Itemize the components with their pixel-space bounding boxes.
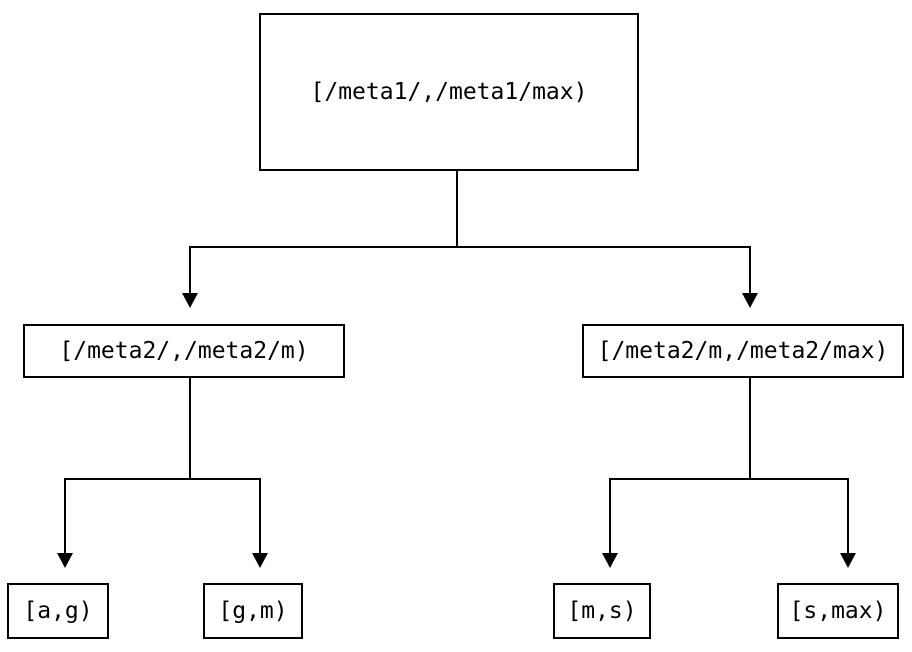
node-range-m-s: [m,s) (553, 583, 651, 639)
node-range-g-m: [g,m) (203, 583, 303, 639)
node-meta2-left-range: [/meta2/,/meta2/m) (23, 324, 345, 378)
edges-right-to-leaves (602, 378, 856, 568)
node-label: [/meta2/m,/meta2/max) (597, 337, 889, 364)
edge-arrowhead (252, 553, 268, 568)
node-label: [m,s) (567, 597, 637, 624)
node-range-s-max: [s,max) (777, 583, 899, 639)
edge-line-root (189, 171, 751, 293)
node-meta1-range: [/meta1/,/meta1/max) (259, 13, 639, 171)
edge-arrowhead (742, 293, 758, 308)
edge-arrowhead (840, 553, 856, 568)
node-label: [/meta2/,/meta2/m) (59, 337, 309, 364)
edge-arrowhead (602, 553, 618, 568)
edge-arrowhead (182, 293, 198, 308)
edges-root-to-level2 (182, 171, 758, 308)
node-label: [a,g) (23, 597, 93, 624)
edge-arrowhead (57, 553, 73, 568)
node-range-a-g: [a,g) (7, 583, 109, 639)
edge-line-right (609, 378, 849, 553)
edges-left-to-leaves (57, 378, 268, 568)
node-label: [g,m) (218, 597, 288, 624)
node-meta2-right-range: [/meta2/m,/meta2/max) (582, 324, 904, 378)
node-label: [/meta1/,/meta1/max) (310, 78, 588, 105)
node-label: [s,max) (789, 597, 887, 624)
edge-line-left (64, 378, 261, 553)
